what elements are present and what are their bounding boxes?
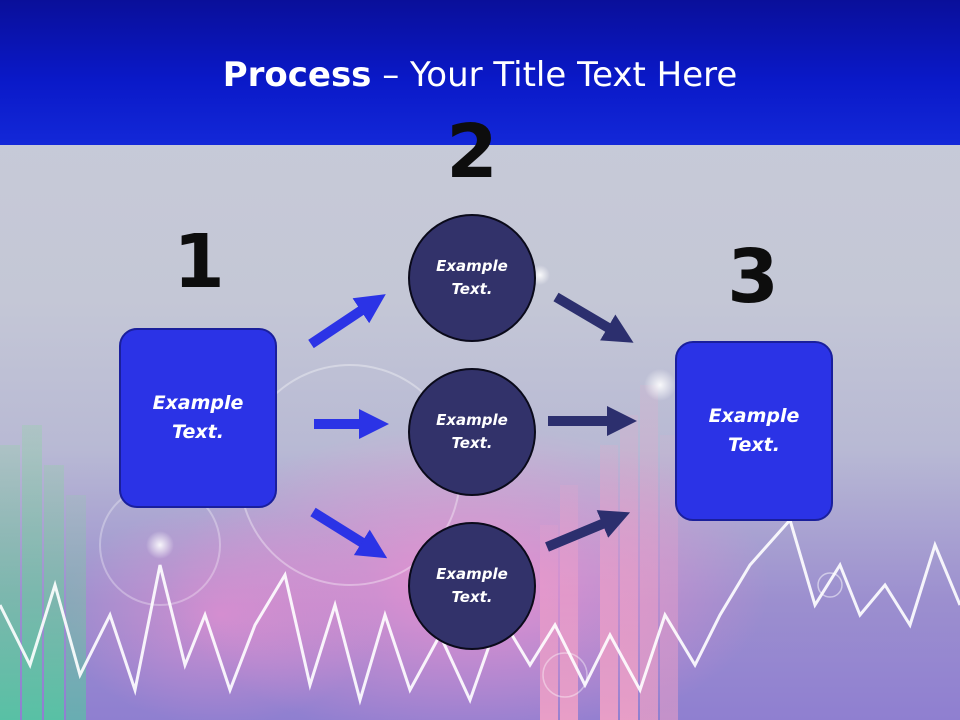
slide-title: Process – Your Title Text Here: [0, 52, 960, 98]
step-1-text-line-2: Text.: [172, 421, 224, 443]
step-2-number: 2: [446, 109, 498, 195]
circle-top-text-line-2: Text.: [451, 280, 493, 298]
title-rest: – Your Title Text Here: [371, 55, 738, 95]
circle-bottom-text-line-2: Text.: [451, 588, 493, 606]
circle-middle-text-line-1: Example: [436, 411, 508, 429]
step-3-number: 3: [727, 234, 779, 320]
circle-bottom-text-line-1: Example: [436, 565, 508, 583]
title-bold: Process: [222, 55, 372, 95]
arrow-top-to-step-3: [553, 292, 634, 343]
arrow-to-circle-top: [308, 294, 386, 349]
title-bar: [0, 0, 960, 145]
arrow-to-circle-bottom: [310, 507, 388, 559]
step-2-circle-middle: Example Text.: [408, 368, 536, 496]
step-3-text-line-2: Text.: [728, 434, 780, 456]
step-2-circle-bottom: Example Text.: [408, 522, 536, 650]
step-1-number: 1: [173, 219, 225, 305]
step-2-circle-top: Example Text.: [408, 214, 536, 342]
arrow-bottom-to-step-3: [545, 510, 631, 552]
step-1-text-line-1: Example: [152, 392, 244, 414]
step-3-text-line-1: Example: [708, 405, 800, 427]
circle-middle-text-line-2: Text.: [451, 434, 493, 452]
circle-top-text-line-1: Example: [436, 257, 508, 275]
step-3-box: Example Text.: [675, 341, 833, 521]
step-1-box: Example Text.: [119, 328, 277, 508]
